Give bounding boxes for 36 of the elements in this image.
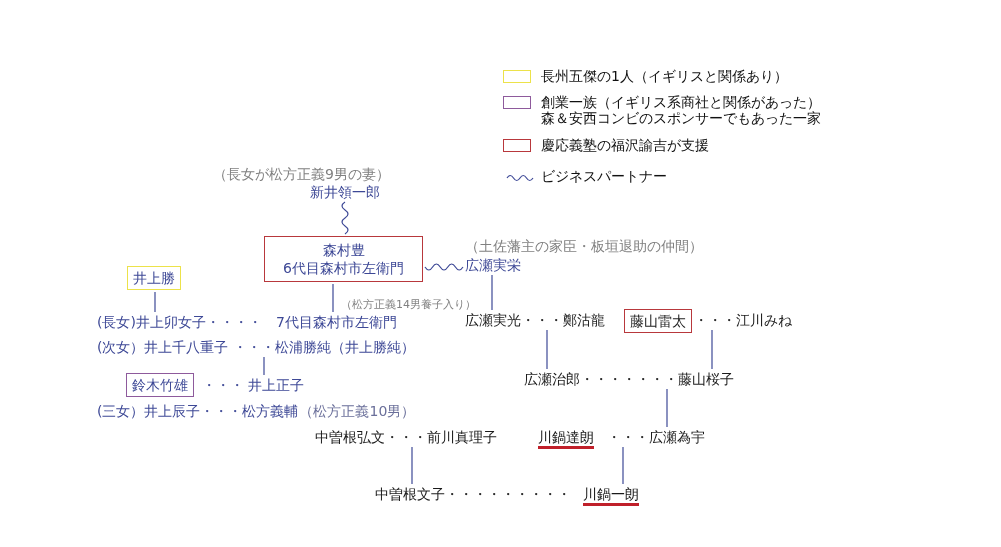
connector-line (263, 356, 265, 376)
name-box: 藤山雷太 (624, 309, 692, 333)
annotation-text: （松方正義14男養子入り） (341, 297, 476, 313)
connector-line (332, 283, 334, 313)
name-text: (長女)井上卯女子・・・・ 7代目森村市左衛門 (97, 314, 397, 330)
name-text: ・・・ 井上正子 (202, 377, 305, 393)
legend-text: ビジネスパートナー (541, 168, 668, 184)
name-text: (次女）井上千八重子 ・・・松浦勝純（井上勝純） (97, 339, 415, 355)
connector-line (411, 446, 413, 485)
name-text: (三女）井上辰子・・・松方義輔 (97, 403, 299, 419)
annotation-text: （長女が松方正義9男の妻） (213, 166, 390, 182)
name-text: 新井領一郎 (310, 184, 380, 200)
connector-line (666, 388, 668, 428)
name-box: 鈴木竹雄 (126, 373, 194, 397)
underlined-name: 川鍋達朗 (538, 429, 594, 449)
name-text: 広瀬実光・・・鄭沽龍 (465, 312, 605, 328)
wavy-line (424, 263, 464, 271)
name-text: ・・・広瀬為宇 (607, 429, 705, 445)
name-text: ・・・江川みね (694, 312, 792, 328)
underlined-name: 川鍋一朗 (583, 486, 639, 506)
name-box: 森村豊 6代目森村市左衛門 (264, 236, 423, 282)
connector-line (154, 291, 156, 313)
connector-line (491, 274, 493, 311)
connector-line (711, 329, 713, 370)
annotation-text: （土佐藩主の家臣・板垣退助の仲間） (465, 238, 703, 254)
connector-line (622, 446, 624, 485)
name-text: 広瀬治郎・・・・・・・藤山桜子 (524, 371, 734, 387)
legend-text: 創業一族（イギリス系商社と関係があった）森＆安西コンビのスポンサーでもあった一家 (541, 94, 822, 126)
legend-text: 長州五傑の1人（イギリスと関係あり） (541, 68, 789, 84)
annotation-text: （松方正義10男） (299, 403, 416, 419)
name-text: 中曽根弘文・・・前川真理子 (315, 429, 497, 445)
name-text: 中曽根文子・・・・・・・・・ (375, 486, 571, 502)
legend-text: 慶応義塾の福沢諭吉が支援 (541, 137, 710, 153)
connector-line (546, 329, 548, 370)
name-box: 井上勝 (127, 266, 181, 290)
name-text: 広瀬実栄 (465, 257, 521, 273)
